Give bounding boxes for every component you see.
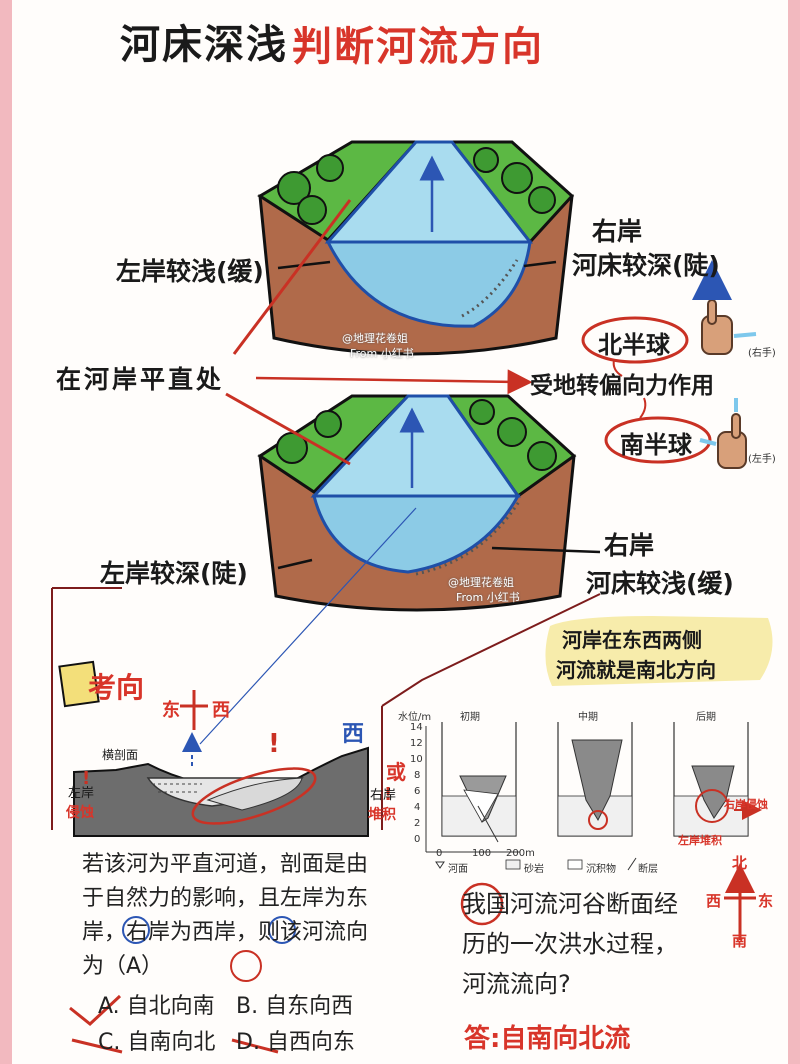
- watermark-1-line1: @地理花卷姐: [342, 332, 408, 345]
- right-hand-icon: [692, 260, 757, 355]
- scale-100: 100: [472, 848, 492, 859]
- d2-right-label-2: 河床较浅(缓): [586, 569, 734, 598]
- d1-left-label: 左岸较浅(缓): [116, 257, 264, 286]
- d1-right-label-2: 河床较深(陡): [572, 251, 720, 280]
- left-hand-icon: [699, 398, 747, 469]
- scale-0: 0: [436, 848, 443, 859]
- flood-chart: [425, 722, 762, 871]
- d1-right-label-1: 右岸: [592, 217, 643, 246]
- left-bank-note: 侵蚀: [66, 805, 94, 821]
- question2-answer: 答:自南向北流: [464, 1024, 631, 1054]
- note-line1: 河岸在东西两侧: [562, 628, 702, 652]
- y-tick-0: 0: [414, 834, 421, 845]
- q1-option-d: D. 自西向东: [236, 1030, 355, 1055]
- compass-west: 西: [212, 700, 230, 721]
- svg-text:!: !: [384, 784, 392, 805]
- watermark-1-line2: From 小红书: [350, 347, 414, 360]
- title-part1: 河床深浅: [120, 22, 288, 68]
- exam-tag: 考向: [88, 671, 145, 704]
- question1-text: 若该河为平直河道，剖面是由于自然力的影响，且左岸为东岸，右岸为西岸，则该河流向为…: [82, 852, 369, 979]
- compass2-north: 北: [732, 854, 748, 872]
- panel-3-label: 后期: [696, 712, 716, 723]
- legend-water: 河面: [448, 864, 468, 875]
- right-hand-label: (右手): [748, 348, 776, 359]
- section-west-label: 西: [342, 722, 365, 747]
- q1-option-a: A. 自北向南: [98, 994, 215, 1019]
- valley-diagram-2: [257, 394, 577, 612]
- compass2-east: 东: [758, 892, 774, 910]
- panel-2-label: 中期: [578, 712, 598, 723]
- watermark-2-line2: From 小红书: [456, 591, 520, 604]
- y-tick-12: 12: [410, 738, 423, 749]
- cross-section: ! ! !: [73, 690, 392, 837]
- y-tick-14: 14: [410, 722, 423, 733]
- d2-right-label-1: 右岸: [604, 531, 655, 560]
- annotation-right-erosion: 右岸侵蚀: [724, 798, 768, 811]
- annotation-left-deposit: 左岸堆积: [678, 834, 722, 847]
- page: 河床深浅 判断河流方向: [12, 0, 788, 1064]
- y-tick-6: 6: [414, 786, 421, 797]
- south-hemisphere-label: 南半球: [620, 431, 692, 459]
- right-bank-label: 右岸: [370, 788, 397, 803]
- left-bank-label: 左岸: [68, 786, 95, 801]
- svg-text:!: !: [268, 729, 280, 759]
- left-hand-label: (左手): [748, 454, 776, 465]
- legend-fault: 断层: [638, 864, 658, 875]
- right-bank-note: 堆积: [368, 807, 396, 823]
- coriolis-label: 受地转偏向力作用: [530, 373, 714, 399]
- y-tick-10: 10: [410, 754, 423, 765]
- question2-text: 我国河流河谷断面经历的一次洪水过程，河流流向?: [462, 890, 678, 998]
- middle-label: 在河岸平直处: [56, 365, 225, 394]
- compass2-south: 南: [732, 932, 748, 950]
- legend-sandstone: 砂岩: [524, 864, 544, 875]
- title-part2: 判断河流方向: [292, 24, 544, 70]
- chart-y-label: 水位/m: [398, 712, 432, 723]
- compass-east: 东: [162, 700, 180, 721]
- north-hemisphere-label: 北半球: [598, 331, 670, 359]
- compass2-west: 西: [706, 892, 722, 910]
- scale-200: 200m: [506, 848, 535, 859]
- y-tick-4: 4: [414, 802, 421, 813]
- y-tick-8: 8: [414, 770, 421, 781]
- section-top-label: 横剖面: [102, 748, 139, 762]
- valley-diagram-1: [257, 140, 575, 356]
- legend-sediment: 沉积物: [586, 864, 616, 875]
- y-tick-2: 2: [414, 818, 421, 829]
- watermark-2-line1: @地理花卷姐: [448, 576, 514, 589]
- svg-text:!: !: [82, 768, 90, 789]
- note-line2: 河流就是南北方向: [556, 658, 716, 682]
- q1-option-c: C. 自南向北: [98, 1030, 216, 1055]
- or-mark: 或: [386, 760, 406, 784]
- d2-left-label: 左岸较深(陡): [100, 559, 248, 588]
- diagram-canvas: ! ! !: [51, 140, 773, 1054]
- panel-1-label: 初期: [460, 712, 480, 723]
- q1-option-b: B. 自东向西: [236, 994, 354, 1019]
